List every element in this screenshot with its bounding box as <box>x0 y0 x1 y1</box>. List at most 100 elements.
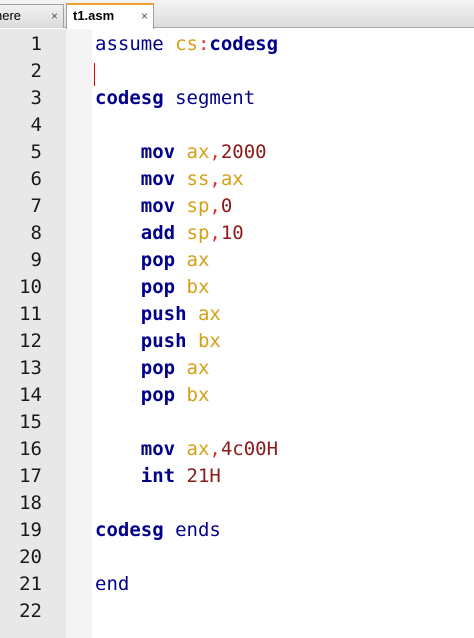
code-line[interactable]: 3 codesg segment <box>0 85 474 112</box>
close-icon[interactable]: × <box>50 9 58 23</box>
code-line[interactable]: 7 mov sp,0 <box>0 193 474 220</box>
fold-margin <box>66 29 92 638</box>
code-token: int <box>95 465 187 487</box>
code-token: ax <box>220 168 244 190</box>
code-line[interactable]: 5 mov ax,2000 <box>0 139 474 166</box>
code-line[interactable]: 1 assume cs:codesg <box>0 31 474 58</box>
line-number: 16 <box>19 438 42 460</box>
line-number: 1 <box>30 33 42 55</box>
line-number: 22 <box>19 600 42 622</box>
line-number: 11 <box>19 303 42 325</box>
code-text: mov ax,2000 <box>95 139 267 166</box>
code-token: bx <box>197 330 221 352</box>
code-line[interactable]: 19 codesg ends <box>0 517 474 544</box>
code-line[interactable]: 22 <box>0 598 474 625</box>
code-line[interactable]: 11 push ax <box>0 301 474 328</box>
code-token: : <box>197 33 210 55</box>
code-text: codesg segment <box>95 85 255 112</box>
line-number: 5 <box>30 141 42 163</box>
code-token: bx <box>186 276 210 298</box>
line-number: 2 <box>30 60 42 82</box>
code-token: ax <box>186 357 210 379</box>
code-text: pop ax <box>95 247 210 274</box>
code-token: ax <box>186 438 210 460</box>
code-line[interactable]: 2 <box>0 58 474 85</box>
code-line[interactable]: 18 <box>0 490 474 517</box>
code-line[interactable]: 16 mov ax,4c00H <box>0 436 474 463</box>
code-token: mov <box>95 168 187 190</box>
line-number: 12 <box>19 330 42 352</box>
code-token: add <box>95 222 187 244</box>
code-token: pop <box>95 276 187 298</box>
code-line[interactable]: 10 pop bx <box>0 274 474 301</box>
code-token: , <box>209 195 221 217</box>
code-token: ss <box>186 168 210 190</box>
line-number: 14 <box>19 384 42 406</box>
code-line[interactable]: 12 push bx <box>0 328 474 355</box>
code-token: push <box>95 330 198 352</box>
close-icon[interactable]: × <box>140 9 148 23</box>
tab-bar: here × t1.asm × <box>0 0 474 29</box>
code-token: end <box>95 573 130 595</box>
code-token: 21H <box>186 465 221 487</box>
code-text: mov sp,0 <box>95 193 233 220</box>
code-token: ax <box>197 303 221 325</box>
code-line[interactable]: 6 mov ss,ax <box>0 166 474 193</box>
line-number: 18 <box>19 492 42 514</box>
code-line[interactable]: 15 <box>0 409 474 436</box>
code-line[interactable]: 8 add sp,10 <box>0 220 474 247</box>
code-token: assume <box>95 33 176 55</box>
tab-t1-asm[interactable]: t1.asm × <box>66 3 154 29</box>
line-number: 6 <box>30 168 42 190</box>
line-number: 19 <box>19 519 42 541</box>
tab-here[interactable]: here × <box>0 4 64 28</box>
line-number: 3 <box>30 87 42 109</box>
line-number: 17 <box>19 465 42 487</box>
code-token: codesg <box>95 519 164 541</box>
code-token: segment <box>163 87 256 109</box>
tab-label: t1.asm <box>73 8 115 23</box>
code-token: , <box>209 222 221 244</box>
code-text: push ax <box>95 301 221 328</box>
code-line[interactable]: 20 <box>0 544 474 571</box>
code-text: push bx <box>95 328 221 355</box>
line-number: 7 <box>30 195 42 217</box>
code-text: pop bx <box>95 274 210 301</box>
code-line[interactable]: 17 int 21H <box>0 463 474 490</box>
code-token: sp <box>186 195 210 217</box>
code-token: ends <box>163 519 221 541</box>
code-token: mov <box>95 195 187 217</box>
code-token: ax <box>186 141 210 163</box>
code-token: , <box>209 438 221 460</box>
code-token: bx <box>186 384 210 406</box>
code-line[interactable]: 9 pop ax <box>0 247 474 274</box>
text-caret <box>94 63 95 86</box>
code-token: pop <box>95 249 187 271</box>
code-token: 10 <box>220 222 244 244</box>
code-token: 2000 <box>220 141 267 163</box>
code-line[interactable]: 14 pop bx <box>0 382 474 409</box>
line-number-gutter <box>0 29 66 638</box>
code-text: end <box>95 571 129 598</box>
code-text: pop bx <box>95 382 210 409</box>
code-token: pop <box>95 384 187 406</box>
code-token: push <box>95 303 198 325</box>
code-token: cs <box>175 33 198 55</box>
code-token: codesg <box>95 87 164 109</box>
code-text: mov ss,ax <box>95 166 244 193</box>
line-number: 13 <box>19 357 42 379</box>
line-number: 10 <box>19 276 42 298</box>
code-text: int 21H <box>95 463 221 490</box>
tab-label: here <box>0 8 22 23</box>
code-line[interactable]: 4 <box>0 112 474 139</box>
line-number: 4 <box>30 114 42 136</box>
line-number: 8 <box>30 222 42 244</box>
code-text: codesg ends <box>95 517 221 544</box>
code-text: pop ax <box>95 355 210 382</box>
code-token: pop <box>95 357 187 379</box>
line-number: 9 <box>30 249 42 271</box>
code-line[interactable]: 13 pop ax <box>0 355 474 382</box>
code-text: assume cs:codesg <box>95 31 278 58</box>
